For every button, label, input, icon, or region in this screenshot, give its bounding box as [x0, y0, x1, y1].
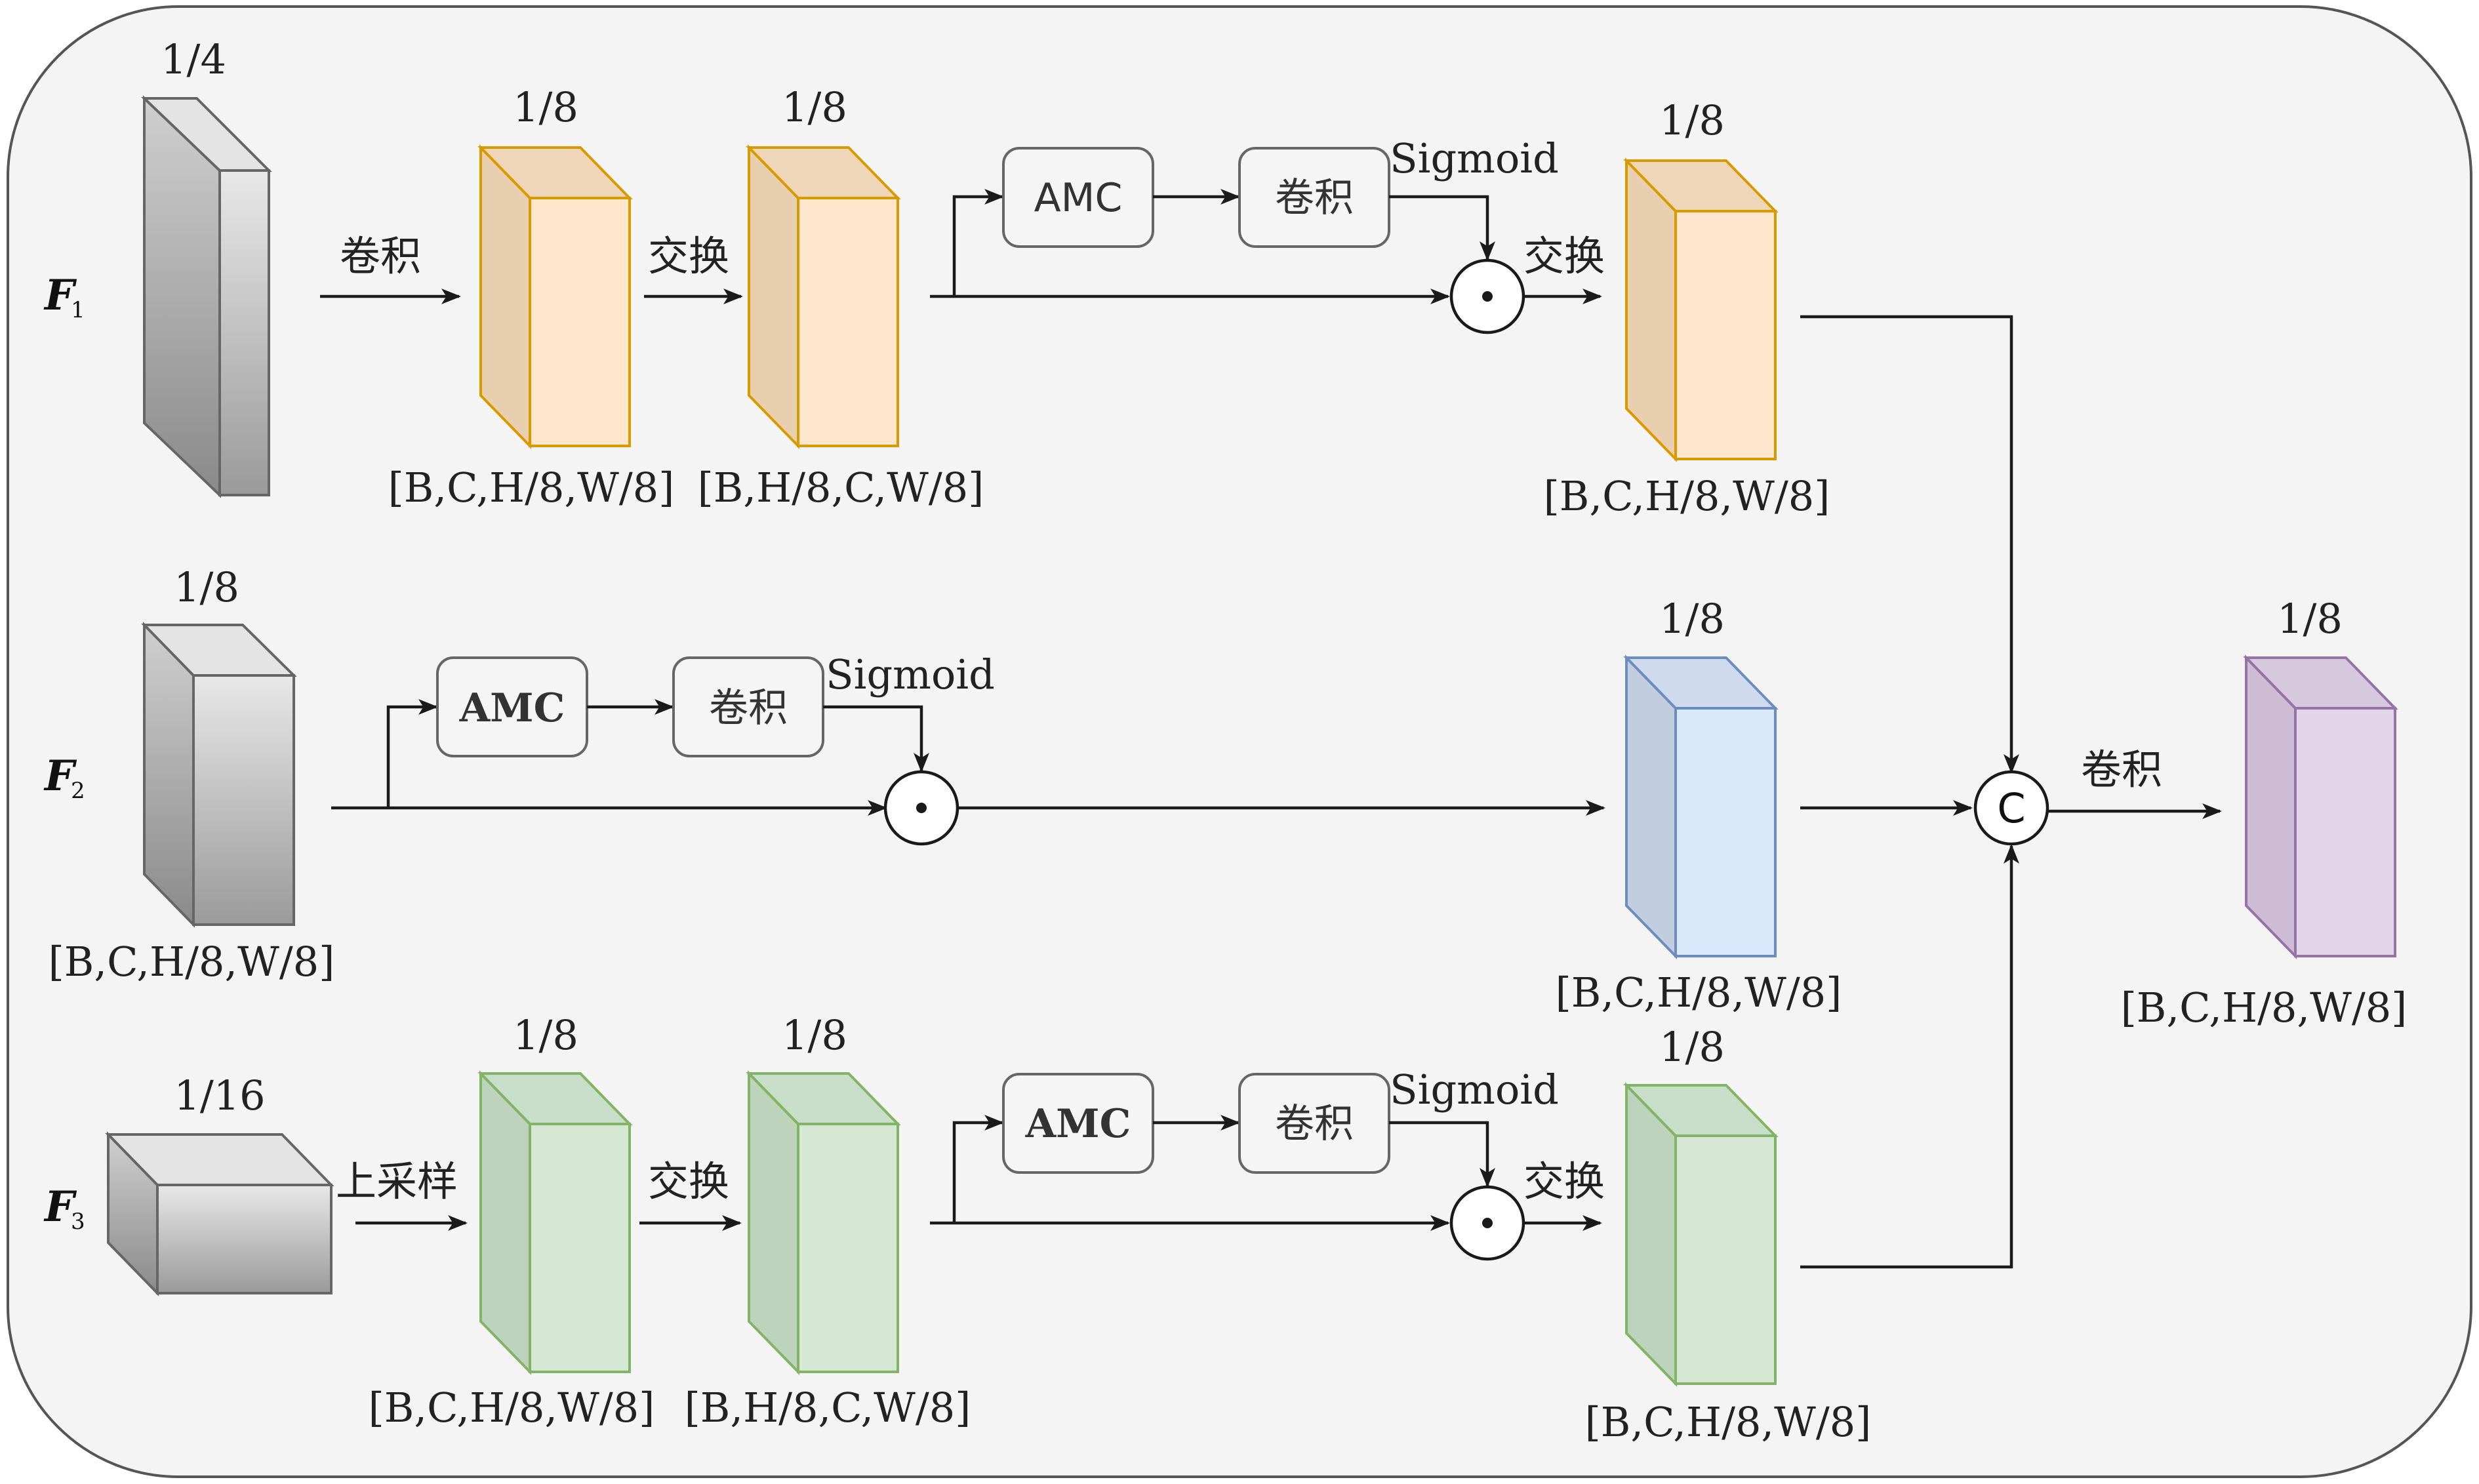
- row3-block3-scale: 1/8: [1659, 1023, 1725, 1071]
- input-f1-cuboid: [141, 95, 272, 498]
- row3-to-concat-line: [1800, 844, 2019, 1269]
- row2-multiply-dot: [916, 803, 927, 813]
- row1-block3-cuboid: [1623, 157, 1779, 462]
- row1-block1-cuboid: [477, 144, 633, 449]
- input-f2-scale: 1/8: [174, 563, 239, 611]
- input-f3-label: F 3: [43, 1182, 85, 1235]
- row1-block1-scale: 1/8: [513, 83, 578, 131]
- row1-swap-label: 交换: [648, 232, 729, 280]
- row3-block3-shape: [B,C,H/8,W/8]: [1585, 1398, 1872, 1446]
- input-f3-cuboid: [105, 1131, 334, 1296]
- svg-text:2: 2: [71, 778, 85, 804]
- input-f3-scale: 1/16: [174, 1072, 265, 1119]
- input-f2-cuboid: [141, 622, 297, 928]
- output-conv-label: 卷积: [2081, 746, 2162, 793]
- output-block-shape: [B,C,H/8,W/8]: [2121, 984, 2408, 1032]
- svg-text:F: F: [43, 271, 77, 320]
- row3-block2-shape: [B,H/8,C,W/8]: [685, 1384, 971, 1432]
- row3-block2-scale: 1/8: [782, 1011, 847, 1059]
- input-f1-scale: 1/4: [161, 35, 226, 83]
- row1-multiply-dot: [1482, 291, 1493, 302]
- row2-block-cuboid: [1623, 654, 1779, 959]
- row3-block1-shape: [B,C,H/8,W/8]: [369, 1384, 655, 1432]
- concat-symbol: C: [1997, 784, 2025, 832]
- row3-swap-label: 交换: [648, 1157, 729, 1205]
- row3-sigmoid-label: Sigmoid: [1390, 1066, 1559, 1113]
- row2-sigmoid-line: [823, 705, 929, 772]
- row1-block2-shape: [B,H/8,C,W/8]: [698, 464, 984, 511]
- row3-block1-cuboid: [477, 1070, 633, 1375]
- svg-text:F: F: [43, 1182, 77, 1232]
- row3-block1-scale: 1/8: [513, 1011, 578, 1059]
- row1-block3-scale: 1/8: [1659, 96, 1725, 144]
- row3-upsample-label: 上采样: [336, 1157, 458, 1205]
- row1-block2-cuboid: [746, 144, 901, 449]
- row1-block2-scale: 1/8: [782, 83, 847, 131]
- row1-conv-label: 卷积: [340, 232, 421, 280]
- row1-block1-shape: [B,C,H/8,W/8]: [388, 464, 675, 511]
- row3-swap2-label: 交换: [1523, 1157, 1605, 1205]
- row2-block-scale: 1/8: [1659, 595, 1725, 643]
- row1-sigmoid-label: Sigmoid: [1390, 134, 1559, 182]
- row2-branch-line: [386, 699, 438, 808]
- row2-sigmoid-label: Sigmoid: [826, 651, 995, 698]
- concat-node: [1973, 770, 2049, 846]
- row1-block3-shape: [B,C,H/8,W/8]: [1544, 472, 1830, 520]
- row3-block2-cuboid: [746, 1070, 901, 1375]
- row1-conv-box-label: 卷积: [1275, 175, 1354, 221]
- row1-amc-label: AMC: [1034, 175, 1123, 221]
- svg-text:1: 1: [71, 297, 85, 323]
- input-f1-label: F 1: [43, 271, 85, 323]
- row3-sigmoid-line: [1389, 1121, 1495, 1188]
- row3-block3-cuboid: [1623, 1082, 1779, 1387]
- output-block-scale: 1/8: [2277, 595, 2343, 643]
- input-f2-label: F 2: [43, 752, 85, 804]
- row1-sigmoid-line: [1389, 195, 1495, 261]
- row3-branch-line: [952, 1115, 1004, 1223]
- row1-to-concat-line: [1800, 315, 2019, 774]
- row1-swap2-label: 交换: [1523, 232, 1605, 280]
- row2-amc-label: AMC: [459, 685, 565, 731]
- row3-amc-label: AMC: [1025, 1101, 1131, 1147]
- svg-text:F: F: [43, 752, 77, 801]
- row1-branch-line: [952, 189, 1004, 296]
- input-f2-shape: [B,C,H/8,W/8]: [49, 938, 335, 986]
- row3-conv-box-label: 卷积: [1275, 1101, 1354, 1147]
- row3-multiply-dot: [1482, 1218, 1493, 1228]
- output-block-cuboid: [2243, 654, 2398, 959]
- row2-conv-box-label: 卷积: [709, 685, 788, 731]
- svg-text:3: 3: [71, 1209, 85, 1235]
- row2-block-shape: [B,C,H/8,W/8]: [1556, 969, 1842, 1016]
